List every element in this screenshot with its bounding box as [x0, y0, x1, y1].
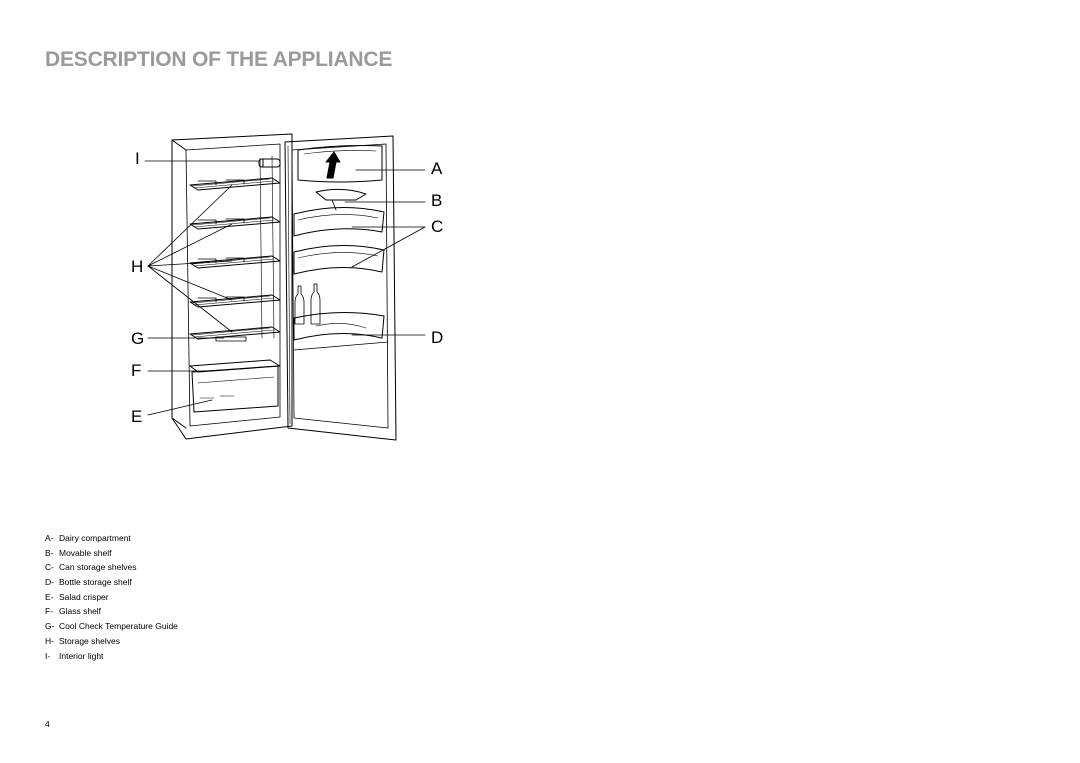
open-arrow-icon	[325, 151, 341, 179]
legend-item: C-Can storage shelves	[45, 562, 137, 573]
legend-item: E-Salad crisper	[45, 591, 109, 602]
leader-h5	[147, 265, 233, 333]
callout-h: H	[131, 257, 144, 276]
callout-i: I	[135, 149, 140, 168]
shelf-3	[189, 255, 281, 269]
shelf-5	[189, 326, 281, 342]
bottles	[294, 283, 321, 325]
movable-shelf	[315, 188, 367, 201]
leader-e	[147, 399, 213, 416]
legend-item: B-Movable shelf	[45, 547, 112, 558]
leader-h1	[147, 184, 233, 267]
callout-b: B	[431, 191, 443, 210]
callout-f: F	[131, 361, 142, 380]
page-title: DESCRIPTION OF THE APPLIANCE	[45, 48, 393, 71]
glass-shelf	[189, 359, 281, 373]
legend-item: G-Cool Check Temperature Guide	[45, 621, 178, 632]
leader-h2	[147, 223, 233, 267]
parts-legend: A-Dairy compartment B-Movable shelf C-Ca…	[45, 531, 178, 663]
door-inner	[291, 143, 389, 429]
appliance-illustration: A B C D I H G F E	[120, 128, 470, 448]
legend-item: F-Glass shelf	[45, 606, 102, 617]
legend-item: A-Dairy compartment	[45, 533, 131, 543]
legend-item: I-Interior light	[45, 650, 104, 661]
callout-e: E	[131, 407, 143, 426]
shelf-2	[189, 216, 281, 230]
shelf-1	[189, 177, 281, 191]
salad-crisper	[191, 365, 279, 413]
cool-check-guide	[215, 336, 247, 342]
legend-item: D-Bottle storage shelf	[45, 577, 132, 588]
leader-h3	[147, 260, 233, 267]
door-outline	[284, 135, 397, 441]
interior-light-icon	[258, 158, 281, 168]
callout-g: G	[131, 329, 145, 348]
leader-c2	[351, 226, 426, 268]
callout-d: D	[431, 328, 444, 347]
callout-c: C	[431, 217, 444, 236]
refrigerator-drawing	[144, 133, 426, 441]
can-shelf-2	[293, 245, 385, 275]
bottle-shelf	[293, 311, 385, 341]
cabinet-inner	[185, 143, 281, 427]
shelf-4	[189, 294, 281, 308]
legend-item: H-Storage shelves	[45, 635, 120, 646]
page-number: 4	[45, 719, 50, 729]
callout-a: A	[431, 159, 443, 178]
can-shelf-1	[293, 207, 385, 237]
dairy-compartment	[297, 145, 383, 183]
cabinet-outline	[171, 133, 293, 440]
leader-h4	[147, 265, 233, 301]
